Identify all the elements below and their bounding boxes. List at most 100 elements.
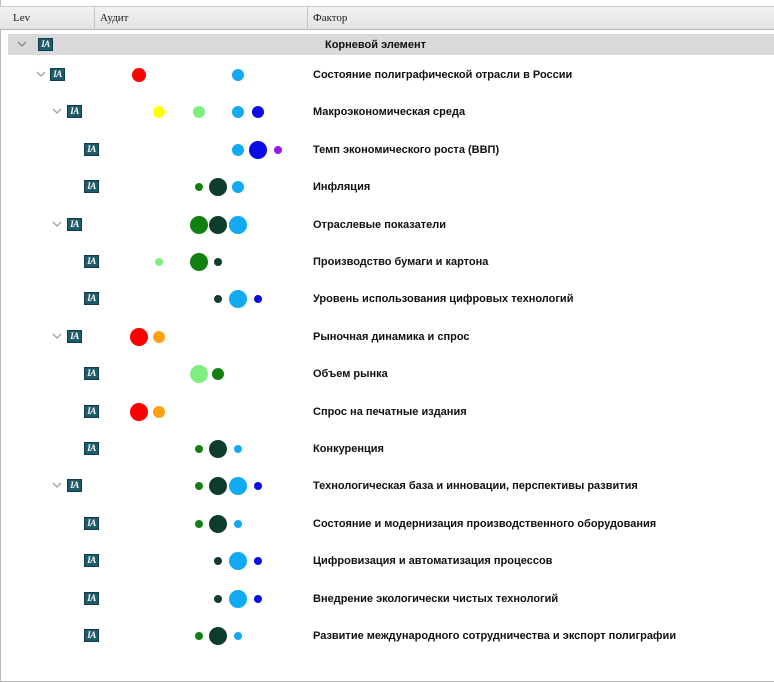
audit-dot-green xyxy=(190,215,208,234)
ia-node-icon: IA xyxy=(67,217,82,231)
chevron-down-icon[interactable] xyxy=(51,218,63,230)
audit-dot-lightgreen xyxy=(155,258,163,266)
audit-dot-skyblue xyxy=(232,143,244,156)
tree-row[interactable]: IA Рыночная динамика и спрос xyxy=(0,319,774,355)
audit-dot-lightgreen xyxy=(190,365,208,384)
chevron-down-icon[interactable] xyxy=(51,330,63,342)
tree-row[interactable]: IA Состояние полиграфической отрасли в Ро… xyxy=(0,57,774,93)
audit-dot-darkgreen xyxy=(214,295,222,304)
audit-dot-skyblue xyxy=(234,632,242,640)
ia-node-icon: IA xyxy=(67,479,82,493)
ia-node-icon: IA xyxy=(84,516,99,530)
audit-dot-skyblue xyxy=(232,181,244,194)
tree-row[interactable]: IA Спрос на печатные издания xyxy=(0,394,774,430)
audit-dot-blue xyxy=(254,594,262,603)
factor-label: Рыночная динамика и спрос xyxy=(313,330,470,343)
audit-dot-red xyxy=(132,68,146,82)
audit-dot-darkgreen xyxy=(209,178,227,197)
chevron-down-icon[interactable] xyxy=(51,479,63,491)
audit-dot-green xyxy=(195,632,203,640)
factor-label: Технологическая база и инновации, перспе… xyxy=(313,480,638,493)
factor-label: Состояние и модернизация производственно… xyxy=(313,517,657,530)
tree-row[interactable]: IA Темп экономического роста (ВВП) xyxy=(0,132,774,168)
ia-node-icon: IA xyxy=(67,329,82,343)
root-label: Корневой элемент xyxy=(325,38,426,51)
ia-node-icon: IA xyxy=(84,442,99,455)
chevron-down-icon[interactable] xyxy=(16,38,28,50)
audit-dot-skyblue xyxy=(229,477,247,496)
audit-dot-darkgreen xyxy=(209,440,227,458)
audit-dot-green xyxy=(195,445,203,453)
column-factor[interactable]: Фактор xyxy=(313,12,348,24)
audit-dot-skyblue xyxy=(234,445,242,453)
ia-node-icon: IA xyxy=(84,367,99,381)
audit-dot-darkgreen xyxy=(214,557,222,566)
tree-row[interactable]: IA Цифровизация и автоматизация процессов xyxy=(0,543,774,579)
audit-dot-darkgreen xyxy=(214,594,222,603)
ia-node-icon: IA xyxy=(84,629,99,642)
ia-node-icon: IA xyxy=(84,554,99,568)
tree-row[interactable]: IA Состояние и модернизация производствен… xyxy=(0,506,774,542)
ia-node-icon: IA xyxy=(50,68,65,81)
audit-dot-yellow xyxy=(153,106,165,119)
ia-node-icon: IA xyxy=(84,255,99,268)
chevron-down-icon[interactable] xyxy=(35,68,47,80)
audit-dot-darkgreen xyxy=(209,477,227,496)
audit-dot-green xyxy=(212,368,224,381)
audit-dot-skyblue xyxy=(229,215,247,234)
audit-dot-red xyxy=(130,402,148,421)
column-audit[interactable]: Аудит xyxy=(95,7,308,30)
audit-dot-skyblue xyxy=(229,552,247,571)
factor-label: Внедрение экологически чистых технологий xyxy=(313,592,559,605)
audit-dot-darkgreen xyxy=(209,627,227,645)
audit-dot-darkgreen xyxy=(209,514,227,533)
audit-dot-blue xyxy=(249,140,267,159)
factor-label: Отраслевые показатели xyxy=(313,218,447,231)
audit-dot-skyblue xyxy=(232,69,244,81)
ia-node-icon: IA xyxy=(38,37,53,51)
factor-label: Цифровизация и автоматизация процессов xyxy=(313,555,553,568)
ia-node-icon: IA xyxy=(84,404,99,418)
audit-dot-skyblue xyxy=(234,519,242,528)
audit-dot-skyblue xyxy=(229,290,247,309)
factor-label: Состояние полиграфической отрасли в Росс… xyxy=(313,69,573,81)
ia-node-icon: IA xyxy=(67,105,82,119)
factor-label: Макроэкономическая среда xyxy=(313,106,466,119)
factor-label: Производство бумаги и картона xyxy=(313,256,489,268)
column-header: Lev Аудит Фактор xyxy=(0,6,774,30)
audit-dot-skyblue xyxy=(229,589,247,608)
root-row[interactable]: IA Корневой элемент xyxy=(8,34,774,55)
audit-dot-orange xyxy=(153,405,165,418)
audit-dot-skyblue xyxy=(232,106,244,119)
tree-row[interactable]: IA Уровень использования цифровых техноло… xyxy=(0,281,774,317)
factor-label: Спрос на печатные издания xyxy=(313,405,467,418)
factor-label: Уровень использования цифровых технологи… xyxy=(313,293,574,306)
audit-dot-blue xyxy=(254,295,262,304)
ia-node-icon: IA xyxy=(84,292,99,306)
column-lev[interactable]: Lev xyxy=(8,7,95,30)
tree-row[interactable]: IA Производство бумаги и картона xyxy=(0,244,774,280)
audit-dot-darkgreen xyxy=(214,258,222,266)
chevron-down-icon[interactable] xyxy=(51,105,63,117)
audit-dot-red xyxy=(130,327,148,346)
ia-node-icon: IA xyxy=(84,180,99,194)
audit-dot-green xyxy=(190,253,208,271)
audit-dot-blue xyxy=(254,482,262,491)
tree-row[interactable]: IA Макроэкономическая среда xyxy=(0,94,774,130)
audit-dot-orange xyxy=(153,330,165,343)
factor-label: Темп экономического роста (ВВП) xyxy=(313,143,500,156)
audit-dot-blue xyxy=(252,106,264,119)
tree-row[interactable]: IA Развитие международного сотрудничества… xyxy=(0,618,774,654)
audit-dot-green xyxy=(195,183,203,192)
tree-row[interactable]: IA Технологическая база и инновации, перс… xyxy=(0,468,774,504)
ia-node-icon: IA xyxy=(84,142,99,156)
tree-row[interactable]: IA Отраслевые показатели xyxy=(0,207,774,243)
audit-dot-green xyxy=(195,482,203,491)
audit-dot-purple xyxy=(274,145,282,154)
audit-dot-lightgreen xyxy=(193,106,205,119)
factor-label: Развитие международного сотрудничества и… xyxy=(313,630,677,642)
